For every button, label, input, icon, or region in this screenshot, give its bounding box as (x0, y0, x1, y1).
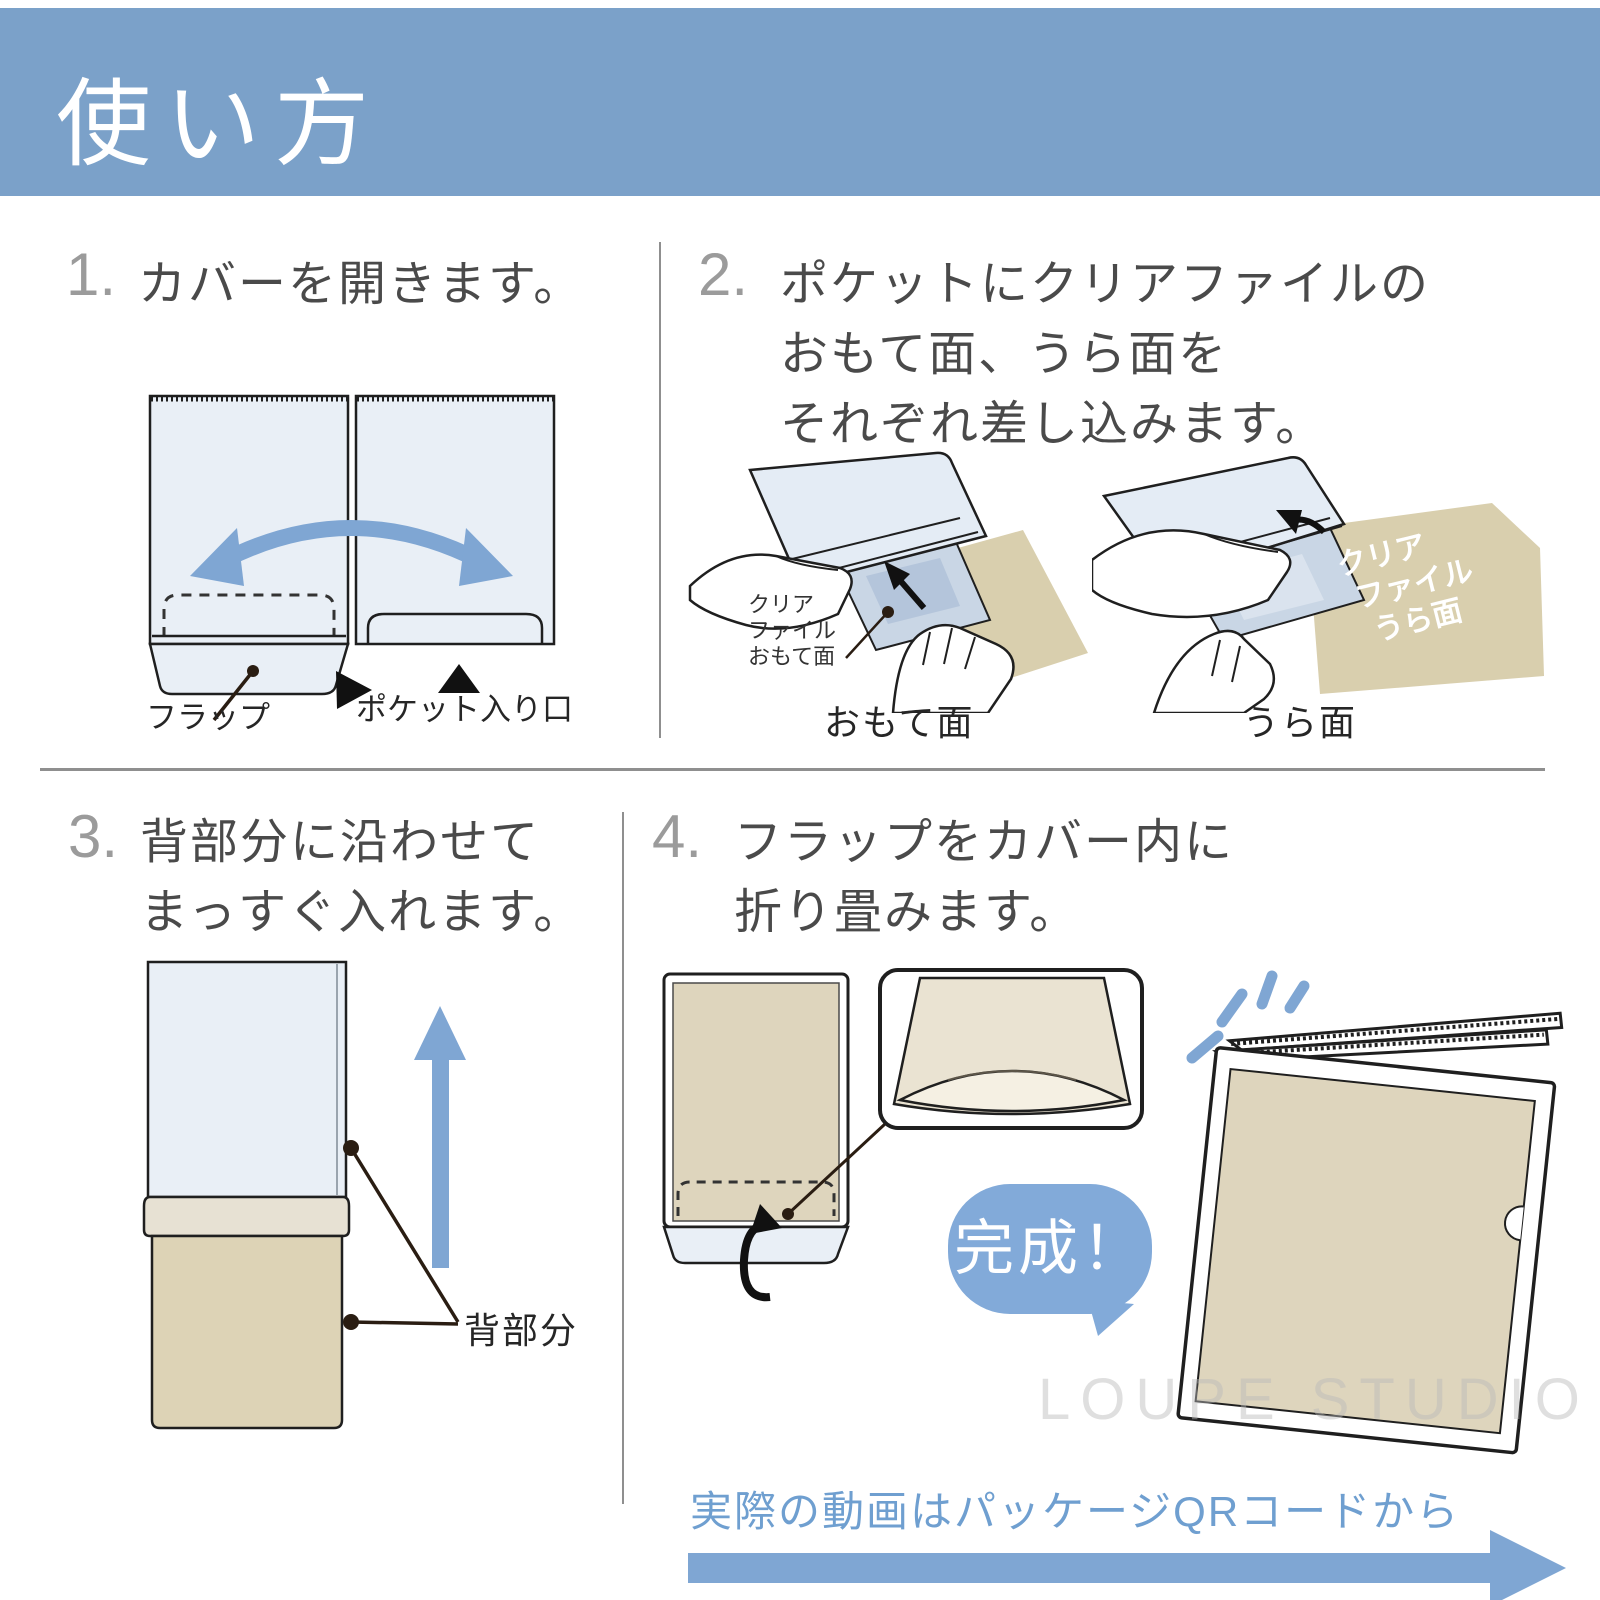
step4-fold-flap-diagram (662, 968, 1144, 1302)
step2-back-insert-illustration: クリア ファイル うら面 (1092, 456, 1544, 713)
step4-number: 4. (652, 803, 703, 870)
header-bar: 使い方 (0, 8, 1600, 196)
back-caption: うら面 (1243, 702, 1358, 743)
step3-title-line2: まっすぐ入れます。 (140, 886, 584, 939)
done-bubble: 完成！ (948, 1184, 1152, 1314)
step3-title-line1: 背部分に沿わせて (140, 816, 541, 869)
step2-title-line1: ポケットにクリアファイルの (780, 258, 1431, 311)
front-caption: おもて面 (824, 702, 975, 743)
watermark: LOUPE STUDIO (1038, 1367, 1590, 1432)
horizontal-divider (40, 768, 1545, 771)
step3-number: 3. (68, 803, 119, 870)
footer-arrow (688, 1530, 1566, 1600)
finished-file-illustration (1176, 970, 1564, 1455)
step4-title-line1: フラップをカバー内に (734, 816, 1235, 869)
step1-title: カバーを開きます。 (138, 258, 584, 311)
page-title: 使い方 (56, 72, 384, 178)
step2-front-insert-illustration (688, 451, 1088, 713)
vertical-divider-top (659, 242, 661, 738)
bubble-tail (1088, 1300, 1134, 1336)
footer-note: 実際の動画はパッケージQRコードから (690, 1488, 1461, 1535)
clear-file-front-callout: クリア ファイル おもて面 (748, 592, 837, 669)
step3-insert-diagram (142, 960, 466, 1430)
step4-title-line2: 折り畳みます。 (734, 886, 1080, 939)
done-bubble-text: 完成！ (954, 1215, 1146, 1282)
spine-label: 背部分 (464, 1310, 579, 1351)
step1-open-cover-diagram (148, 394, 556, 722)
step2-title-line2: おもて面、うら面を (780, 328, 1229, 381)
flap-label: フラップ (146, 700, 270, 735)
vertical-divider-bottom (622, 812, 624, 1504)
step2-title-line3: それぞれ差し込みます。 (780, 398, 1326, 451)
pocket-entrance-label: ポケット入り口 (356, 692, 573, 727)
step2-number: 2. (698, 241, 749, 308)
step1-number: 1. (66, 241, 117, 308)
